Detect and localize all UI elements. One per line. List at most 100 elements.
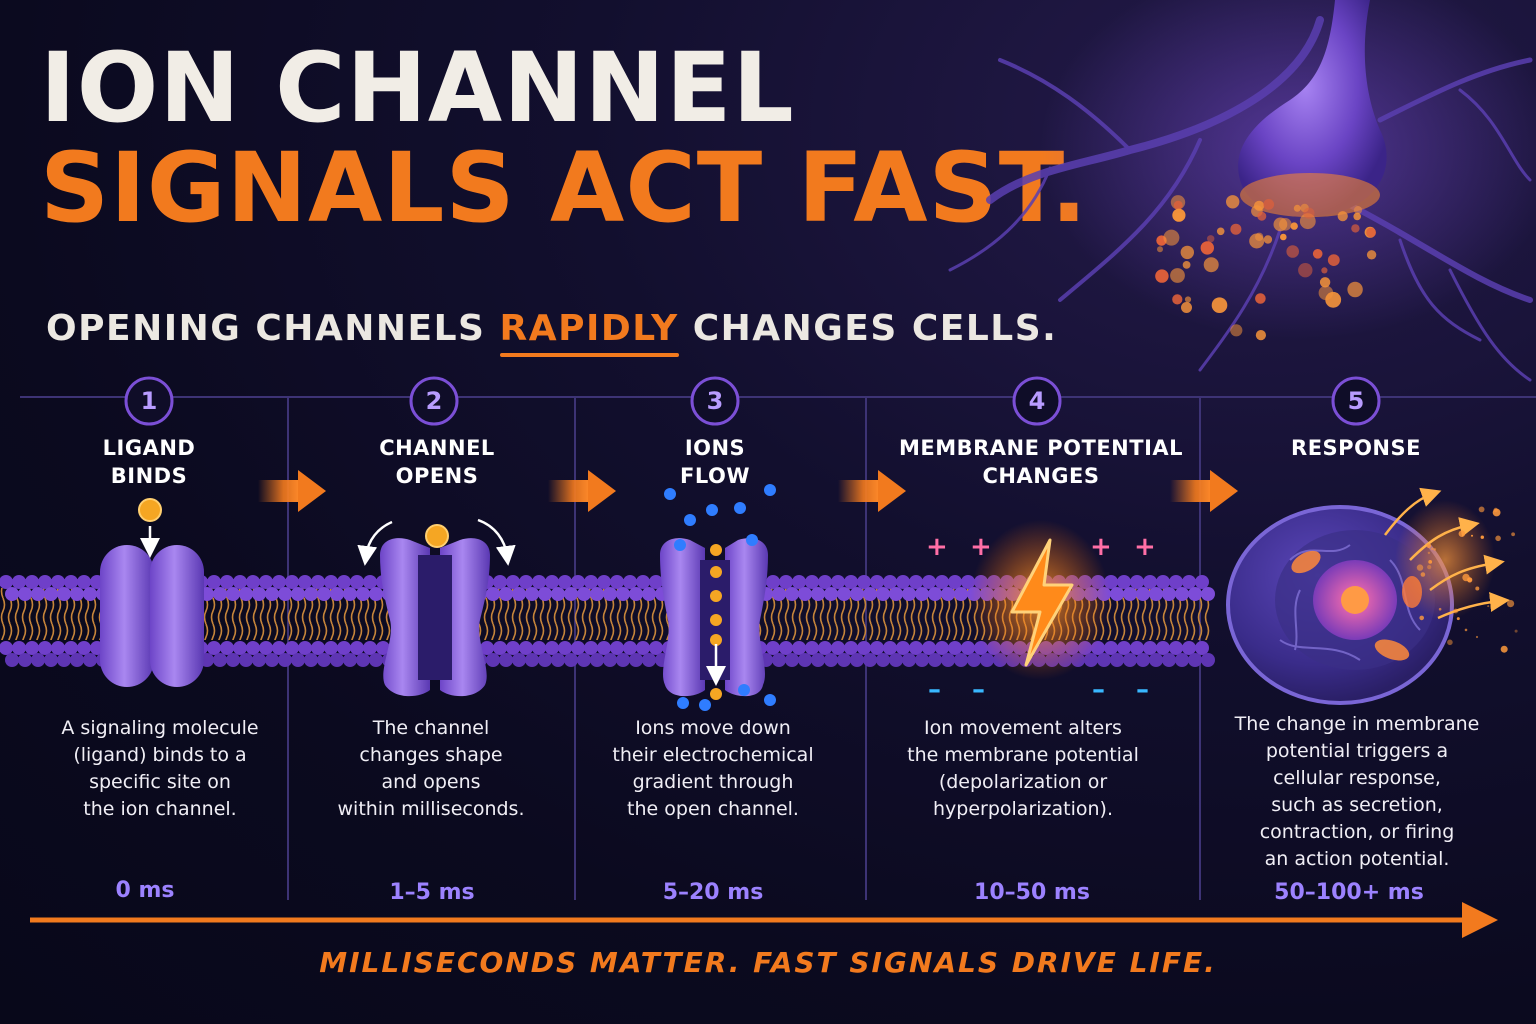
lipid-head [558, 641, 572, 655]
ions [664, 484, 776, 711]
lipid-head [285, 641, 299, 655]
lipid-head [928, 653, 942, 667]
spark [1480, 535, 1485, 539]
step-2-description: The channel changes shape and opens with… [286, 715, 576, 823]
timeline-arrow [30, 902, 1498, 938]
lipid-head [597, 575, 611, 589]
negative-charge-4: – [1136, 675, 1149, 705]
ion-blue [699, 699, 711, 711]
lipid-head [246, 575, 260, 589]
lipid-head [876, 587, 890, 601]
step-4-desc-line: Ion movement alters [924, 717, 1122, 739]
ion-gold [710, 544, 722, 556]
lipid-head [1195, 641, 1209, 655]
neuron-illustration [948, 0, 1536, 382]
lipid-head [1162, 653, 1176, 667]
lipid-head [291, 587, 305, 601]
lipid-head [291, 653, 305, 667]
particle [1353, 206, 1363, 215]
lipid-head [857, 641, 871, 655]
lipid-head [337, 575, 351, 589]
lipid-head [922, 575, 936, 589]
lipid-head [616, 653, 630, 667]
step-2-title-line-1: CHANNEL [379, 436, 495, 460]
lipid-head [785, 653, 799, 667]
ion-blue [764, 694, 776, 706]
lipid-head [766, 641, 780, 655]
lipid-head [252, 653, 266, 667]
lipid-head [226, 653, 240, 667]
lipid-head [493, 641, 507, 655]
step-5-time: 50–100+ ms [1274, 880, 1424, 905]
lipid-head [311, 575, 325, 589]
lipid-head [1201, 653, 1215, 667]
lipid-head [564, 653, 578, 667]
step-number-circles [124, 376, 1381, 426]
particle [1312, 249, 1323, 259]
spark [1447, 639, 1453, 646]
lipid-head [558, 575, 572, 589]
step-4-description: Ion movement alters the membrane potenti… [878, 715, 1168, 823]
spark [1416, 564, 1424, 571]
lipid-head [850, 653, 864, 667]
lipid-head [38, 641, 52, 655]
particle [1173, 200, 1183, 210]
spark [1475, 586, 1480, 591]
particle [1230, 223, 1242, 235]
particle [1337, 211, 1348, 222]
lipid-head [1110, 587, 1124, 601]
lipid-head [636, 641, 650, 655]
lipid-head [772, 587, 786, 601]
lipid-head [330, 587, 344, 601]
lipid-head [909, 575, 923, 589]
step-3-description: Ions move down their electrochemical gra… [568, 715, 858, 823]
step-5-desc-line: potential triggers a [1265, 740, 1449, 762]
lipid-head [1201, 587, 1215, 601]
lipid-head [1175, 653, 1189, 667]
lipid-head [837, 587, 851, 601]
lipid-head [311, 641, 325, 655]
particle [1366, 227, 1376, 238]
lipid-head [44, 653, 58, 667]
lipid-head [922, 641, 936, 655]
step-3-number: 3 [706, 387, 724, 415]
lipid-head [369, 587, 383, 601]
lipid-head [57, 653, 71, 667]
lipid-head [363, 575, 377, 589]
subtitle: OPENING CHANNELS RAPIDLY CHANGES CELLS. [46, 308, 1057, 349]
lipid-head [350, 641, 364, 655]
lipid-head [1182, 641, 1196, 655]
lipid-head [298, 575, 312, 589]
lipid-head [1123, 653, 1137, 667]
lipid-head [844, 575, 858, 589]
step-circle [409, 376, 459, 426]
spark [1464, 628, 1468, 632]
ion-gold [710, 634, 722, 646]
step-4-desc-line: hyperpolarization). [932, 798, 1113, 820]
step-arrow-head [588, 470, 616, 512]
ion-blue [674, 539, 686, 551]
lipid-head [220, 641, 234, 655]
lipid-head [337, 641, 351, 655]
closed-ion-channel [100, 498, 204, 687]
step-4-desc-line: the membrane potential [907, 744, 1139, 766]
lipid-head [51, 575, 65, 589]
cell-response-illustration [1226, 487, 1518, 705]
step-2-desc-line: and opens [381, 771, 481, 793]
lipid-head [1097, 653, 1111, 667]
lipid-head [584, 575, 598, 589]
lipid-head [25, 575, 39, 589]
step-2-title-line-2: OPENS [395, 464, 479, 488]
particle [1327, 254, 1340, 266]
lipid-head [779, 641, 793, 655]
lipid-head [239, 653, 253, 667]
lipid-head [837, 653, 851, 667]
lipid-head [499, 653, 513, 667]
step-1-title: LIGAND BINDS [4, 434, 294, 490]
step-2-desc-line: changes shape [359, 744, 503, 766]
lipid-head [889, 587, 903, 601]
lipid-head [1162, 587, 1176, 601]
spark [1507, 600, 1515, 608]
spark [1462, 573, 1470, 582]
